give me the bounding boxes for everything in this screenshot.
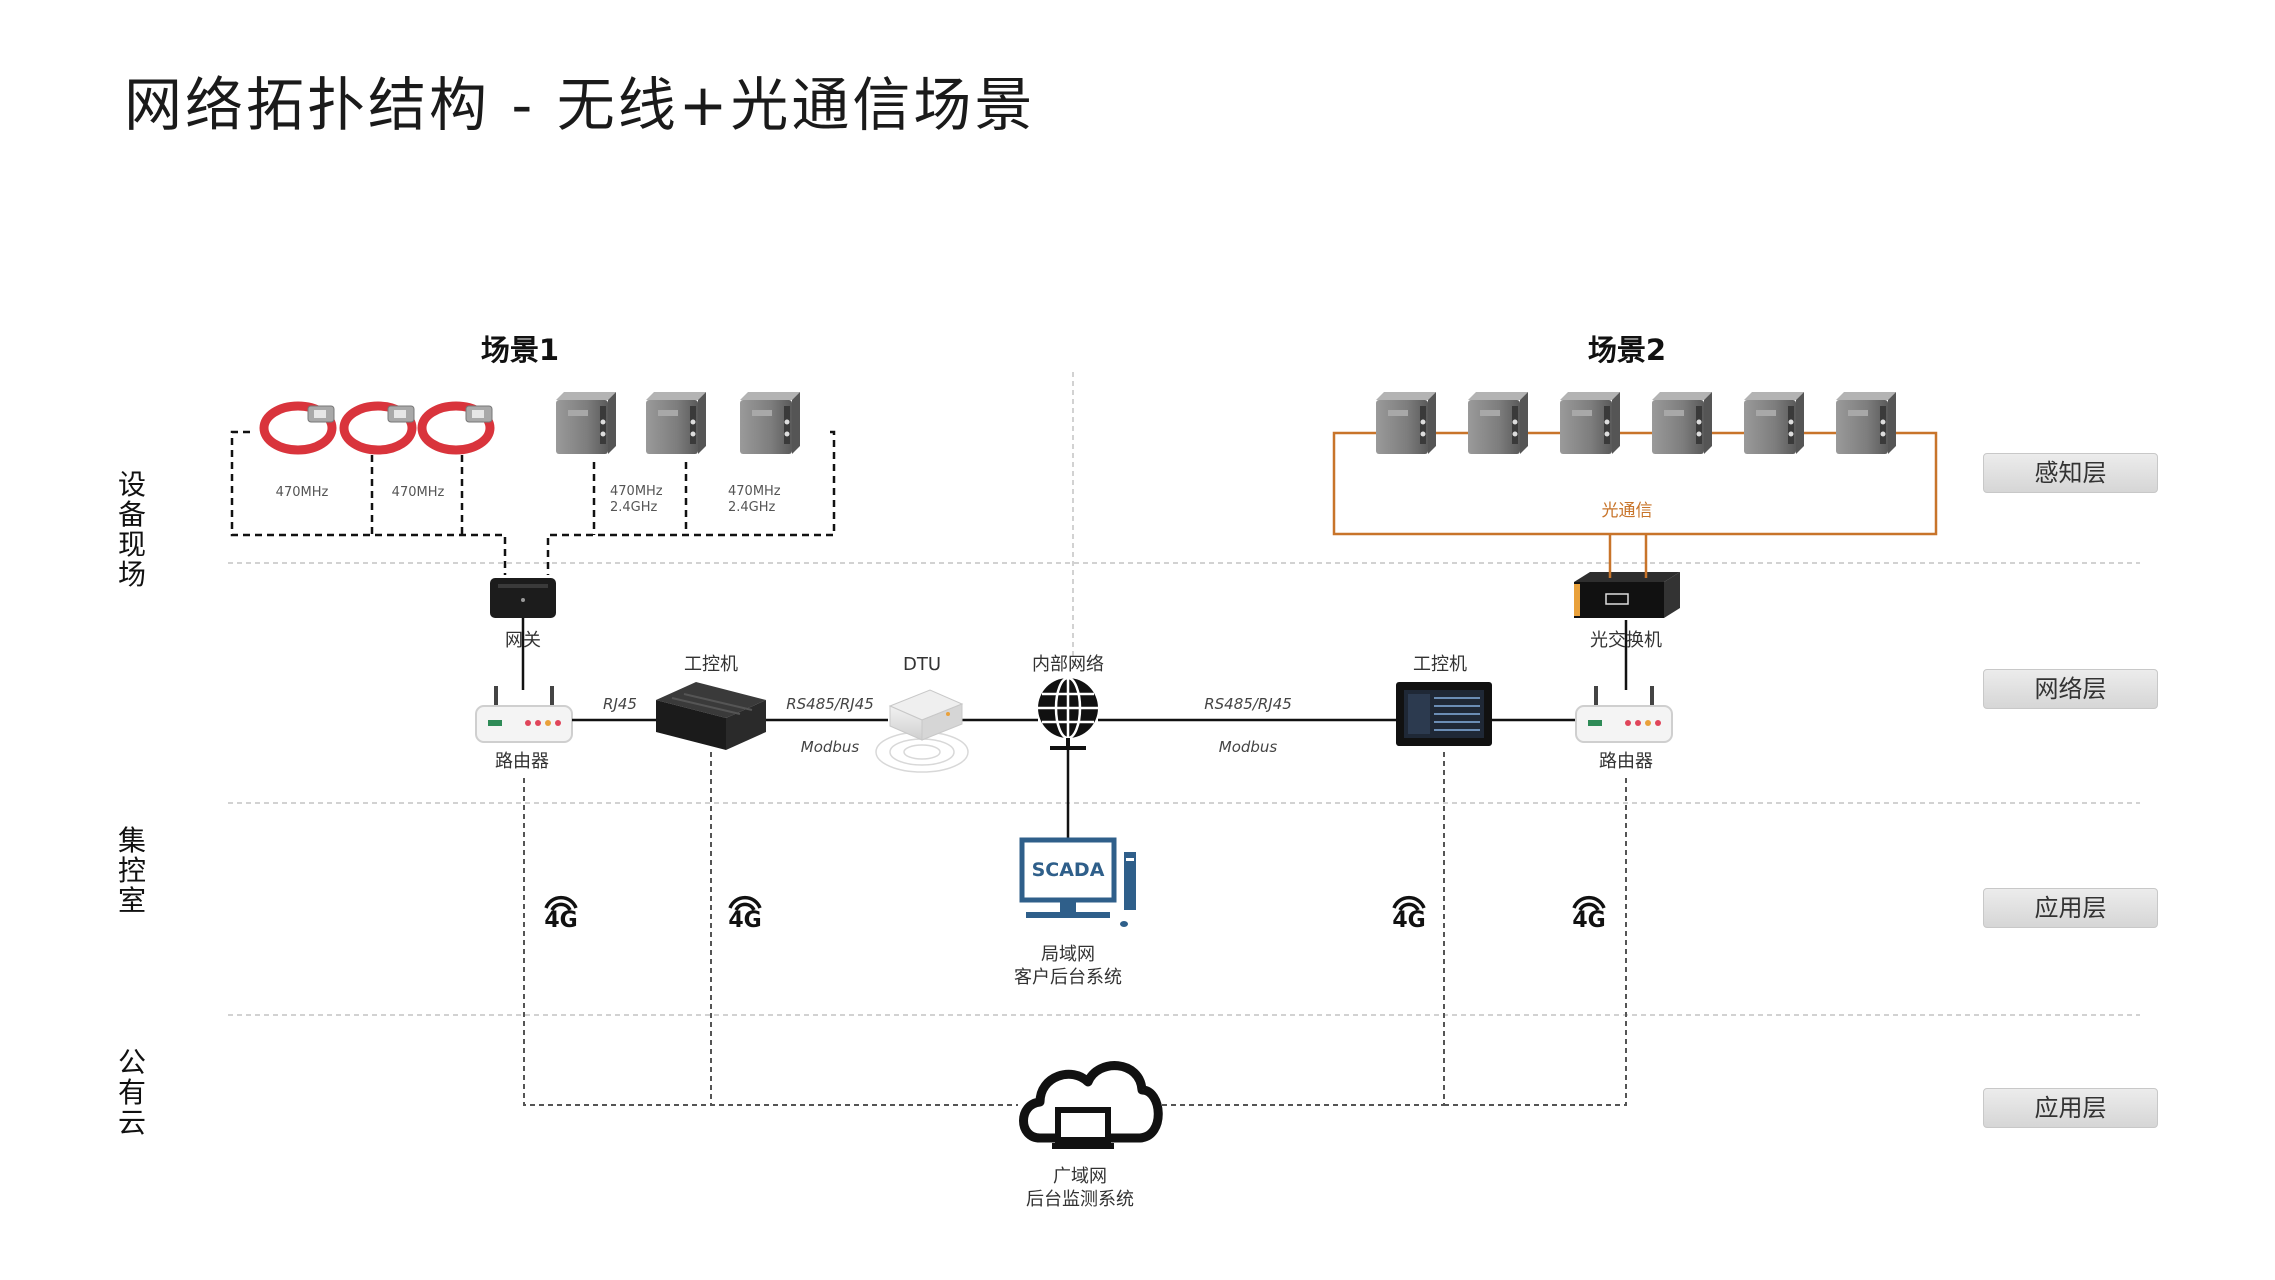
lan-label: 局域网 xyxy=(1041,944,1095,965)
lan-system-label: 客户后台系统 xyxy=(1014,967,1122,988)
wireless-strap-sensor-1 xyxy=(264,406,334,450)
freq-label-3b: 2.4GHz xyxy=(610,500,658,515)
wireless-sensor-3 xyxy=(740,392,800,454)
link-modbus-label-scene2: Modbus xyxy=(1219,738,1278,756)
optical-switch-label: 光交换机 xyxy=(1590,630,1662,651)
link-rs485-label-scene2: RS485/RJ45 xyxy=(1204,695,1292,713)
optical-sensor-4 xyxy=(1652,392,1712,454)
industrial-pc-scene2 xyxy=(1396,682,1492,746)
scene2-devices xyxy=(1376,392,1896,454)
wan-label: 广域网 xyxy=(1053,1166,1107,1187)
freq-label-3a: 470MHz xyxy=(610,484,663,499)
router-scene1 xyxy=(474,684,574,744)
scene1-wireless-links xyxy=(230,430,836,575)
link-rj45-label: RJ45 xyxy=(603,695,637,713)
optical-sensor-1 xyxy=(1376,392,1436,454)
layer-label-perception: 感知层 xyxy=(1983,453,2158,493)
freq-label-4b: 2.4GHz xyxy=(728,500,776,515)
router-scene1-label: 路由器 xyxy=(495,751,549,772)
ipc-scene2-label: 工控机 xyxy=(1413,654,1467,675)
optical-sensor-3 xyxy=(1560,392,1620,454)
router-scene2 xyxy=(1574,684,1674,744)
freq-label-4a: 470MHz xyxy=(728,484,781,499)
page-title: 网络拓扑结构 - 无线+光通信场景 xyxy=(124,71,1036,139)
dtu-device xyxy=(875,689,969,773)
ipc-scene1-label: 工控机 xyxy=(684,654,738,675)
wireless-sensor-1 xyxy=(556,392,616,454)
link-modbus-label-scene1: Modbus xyxy=(801,738,860,756)
link-rs485-label-scene1: RS485/RJ45 xyxy=(786,695,874,713)
badge-4g-text-1: 4G xyxy=(544,908,577,933)
intranet-label: 内部网络 xyxy=(1032,654,1104,675)
scada-label: SCADA xyxy=(1032,859,1105,881)
scene2-title: 场景2 xyxy=(1588,333,1666,367)
layer-label-application-cloud: 应用层 xyxy=(1983,1088,2158,1128)
wireless-sensor-2 xyxy=(646,392,706,454)
zone-label-field: 设备现场 xyxy=(117,468,146,591)
gateway-device xyxy=(490,578,556,618)
wan-system-label: 后台监测系统 xyxy=(1026,1189,1134,1210)
layer-dividers xyxy=(228,372,2140,1016)
industrial-pc-scene1 xyxy=(656,682,766,750)
layer-label-network: 网络层 xyxy=(1983,669,2158,709)
optical-switch-device xyxy=(1574,572,1680,618)
badge-4g-text-3: 4G xyxy=(1392,908,1425,933)
scene1-devices xyxy=(264,392,800,454)
optical-sensor-5 xyxy=(1744,392,1804,454)
layer-label-application: 应用层 xyxy=(1983,888,2158,928)
scene1-title: 场景1 xyxy=(481,333,559,367)
router-scene2-label: 路由器 xyxy=(1599,751,1653,772)
optical-fiber-loop xyxy=(1332,431,1938,578)
optical-sensor-6 xyxy=(1836,392,1896,454)
optical-comm-label: 光通信 xyxy=(1602,501,1653,521)
freq-label-1: 470MHz xyxy=(276,485,329,500)
zone-label-control: 集控室 xyxy=(117,824,146,917)
wireless-strap-sensor-2 xyxy=(344,406,414,450)
badge-4g-text-2: 4G xyxy=(728,908,761,933)
dtu-label: DTU xyxy=(903,654,941,675)
optical-sensor-2 xyxy=(1468,392,1528,454)
wireless-strap-sensor-3 xyxy=(422,406,492,450)
freq-label-2: 470MHz xyxy=(392,485,445,500)
scada-workstation-icon xyxy=(1019,837,1136,927)
zone-label-cloud: 公有云 xyxy=(117,1046,146,1139)
intranet-globe-icon xyxy=(1038,676,1098,750)
badge-4g-text-4: 4G xyxy=(1572,908,1605,933)
cloud-icon xyxy=(1019,1061,1163,1149)
cellular-uplinks xyxy=(523,752,1627,1106)
